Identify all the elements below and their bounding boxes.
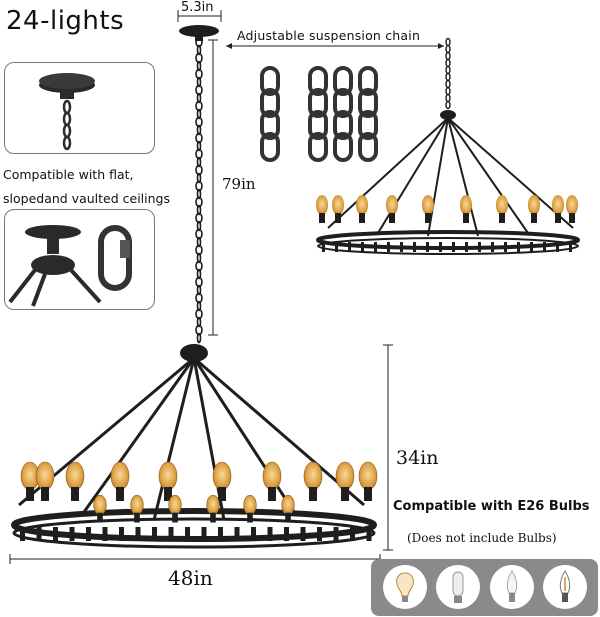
lights-count-title: 24-lights [6, 6, 125, 36]
hub-closeup-inset [4, 209, 155, 310]
no-bulb-text: (Does not include Bulbs) [407, 531, 557, 545]
led-filament-bulb-icon [543, 565, 587, 609]
chain-label: Adjustable suspension chain [237, 28, 421, 43]
candle-bulb-icon [490, 565, 534, 609]
bulb-compat-text: Compatible with E26 Bulbs [393, 499, 590, 514]
small-chandelier-view [316, 37, 580, 255]
canopy-closeup-icon [39, 73, 95, 151]
edison-bulb-icon [383, 565, 427, 609]
canopy-width-label: 5.3in [181, 0, 214, 15]
main-chain [195, 36, 203, 344]
body-height-label: 34in [396, 447, 439, 469]
hub-closeup-icon [8, 225, 132, 307]
chain-links-detail [260, 66, 378, 162]
chain-height-label: 79in [222, 175, 256, 193]
center-hub [180, 344, 208, 362]
main-chandelier [11, 356, 378, 549]
ceiling-compat-text: Compatible with flat, slopedand vaulted … [3, 163, 170, 211]
canopy-closeup-inset [4, 62, 155, 154]
tubular-bulb-icon [436, 565, 480, 609]
diameter-label: 48in [168, 566, 213, 590]
ceiling-compat-line2: slopedand vaulted ceilings [3, 191, 170, 206]
ceiling-compat-line1: Compatible with flat, [3, 167, 134, 182]
top-canopy [179, 25, 219, 37]
bulb-types-bar [371, 559, 598, 616]
